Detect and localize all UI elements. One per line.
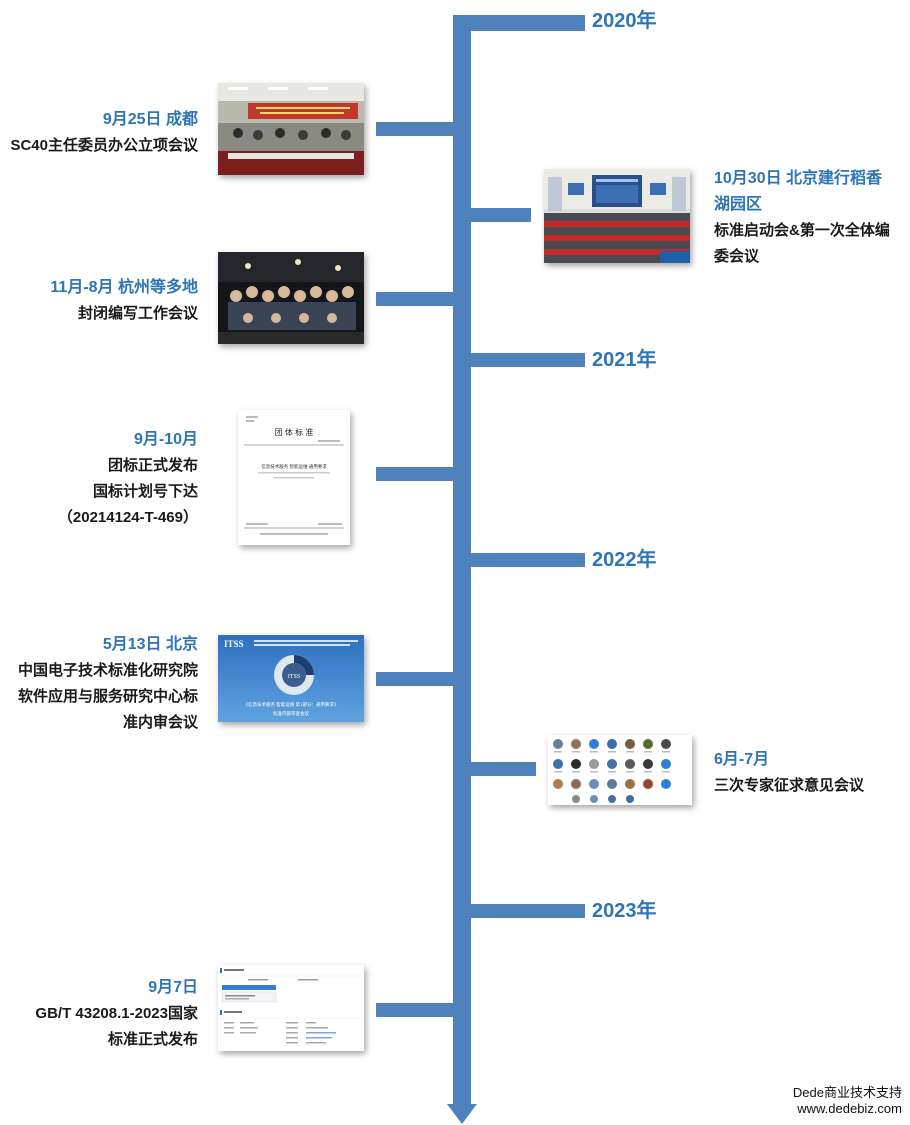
event-line: SC40主任委员办公立项会议 xyxy=(10,137,198,154)
event-line: 封闭编写工作会议 xyxy=(77,305,198,322)
timeline-arrow-head xyxy=(447,1104,477,1124)
branch-event-7 xyxy=(376,1003,453,1017)
event-date: 9月7日 xyxy=(148,979,198,996)
branch-event-2 xyxy=(471,208,531,222)
web-announcement xyxy=(218,965,364,1051)
event-date: 9月25日 成都 xyxy=(102,111,198,128)
conference-photo xyxy=(544,169,690,263)
year-label-2023: 2023年 xyxy=(592,900,657,922)
event-date: 9月-10月 xyxy=(133,431,198,448)
event-date-continued: 湖园区 xyxy=(714,196,763,213)
branch-event-6 xyxy=(471,762,536,776)
event-date: 6月-7月 xyxy=(714,751,770,768)
event-line: （20214124-T-469） xyxy=(57,509,198,526)
slide-subtitle: 标准内部审查会议 xyxy=(273,710,309,717)
branch-2021 xyxy=(471,353,585,367)
timeline-top-branch xyxy=(453,15,585,31)
event-line: 三次专家征求意见会议 xyxy=(714,777,865,794)
event-text-4: 9月-10月 团标正式发布 国标计划号下达 （20214124-T-469） xyxy=(58,427,198,531)
event-line: GB/T 43208.1-2023国家 xyxy=(35,1005,198,1022)
event-text-6: 6月-7月 三次专家征求意见会议 xyxy=(714,747,864,799)
event-line: 国标计划号下达 xyxy=(92,483,198,500)
event-date: 5月13日 北京 xyxy=(102,636,198,653)
event-line: 中国电子技术标准化研究院 xyxy=(17,662,198,679)
branch-event-4 xyxy=(376,467,453,481)
year-label-2020: 2020年 xyxy=(592,10,657,32)
year-label-2021: 2021年 xyxy=(592,349,657,371)
branch-event-3 xyxy=(376,292,453,306)
event-text-3: 11月-8月 杭州等多地 封闭编写工作会议 xyxy=(50,275,198,327)
itss-slide: ITSS ITSS 《信息技术服务 智能运维 第1部分：通用要求》 标准内部审查… xyxy=(218,635,364,722)
event-line: 标准正式发布 xyxy=(107,1031,198,1048)
footer-link[interactable]: www.dedebiz.com xyxy=(797,1101,902,1116)
slide-center-logo: ITSS xyxy=(288,674,300,680)
event-line: 团标正式发布 xyxy=(107,457,198,474)
branch-2022 xyxy=(471,553,585,567)
footer-credit: Dede商业技术支持 www.dedebiz.com xyxy=(793,1085,902,1117)
document-header: 团 体 标 准 xyxy=(275,427,314,437)
standard-document: 团 体 标 准 信息技术服务 智能运维 通用要求 xyxy=(238,410,350,545)
slide-brand: ITSS xyxy=(224,639,244,649)
event-text-2: 10月30日 北京建行稻香 湖园区 标准启动会&第一次全体编 委会议 xyxy=(714,166,890,270)
event-text-1: 9月25日 成都 SC40主任委员办公立项会议 xyxy=(10,107,198,159)
video-call-grid xyxy=(548,735,692,805)
footer-line-1: Dede商业技术支持 xyxy=(792,1085,902,1100)
branch-event-5 xyxy=(376,672,453,686)
timeline-spine xyxy=(453,15,471,1105)
document-title: 信息技术服务 智能运维 通用要求 xyxy=(261,463,327,470)
branch-2023 xyxy=(471,904,585,918)
event-line: 准内审会议 xyxy=(122,714,198,731)
event-date: 10月30日 北京建行稻香 xyxy=(714,170,883,187)
group-photo xyxy=(218,252,364,344)
branch-event-1 xyxy=(376,122,453,136)
event-text-7: 9月7日 GB/T 43208.1-2023国家 标准正式发布 xyxy=(35,975,198,1053)
event-date: 11月-8月 杭州等多地 xyxy=(50,279,198,296)
event-line: 软件应用与服务研究中心标 xyxy=(17,688,198,705)
event-line: 标准启动会&第一次全体编 xyxy=(714,222,890,239)
event-line: 委会议 xyxy=(714,248,760,265)
year-label-2022: 2022年 xyxy=(592,549,657,571)
slide-title: 《信息技术服务 智能运维 第1部分：通用要求》 xyxy=(243,701,338,708)
event-text-5: 5月13日 北京 中国电子技术标准化研究院 软件应用与服务研究中心标 准内审会议 xyxy=(18,632,198,736)
meeting-photo xyxy=(218,83,364,175)
